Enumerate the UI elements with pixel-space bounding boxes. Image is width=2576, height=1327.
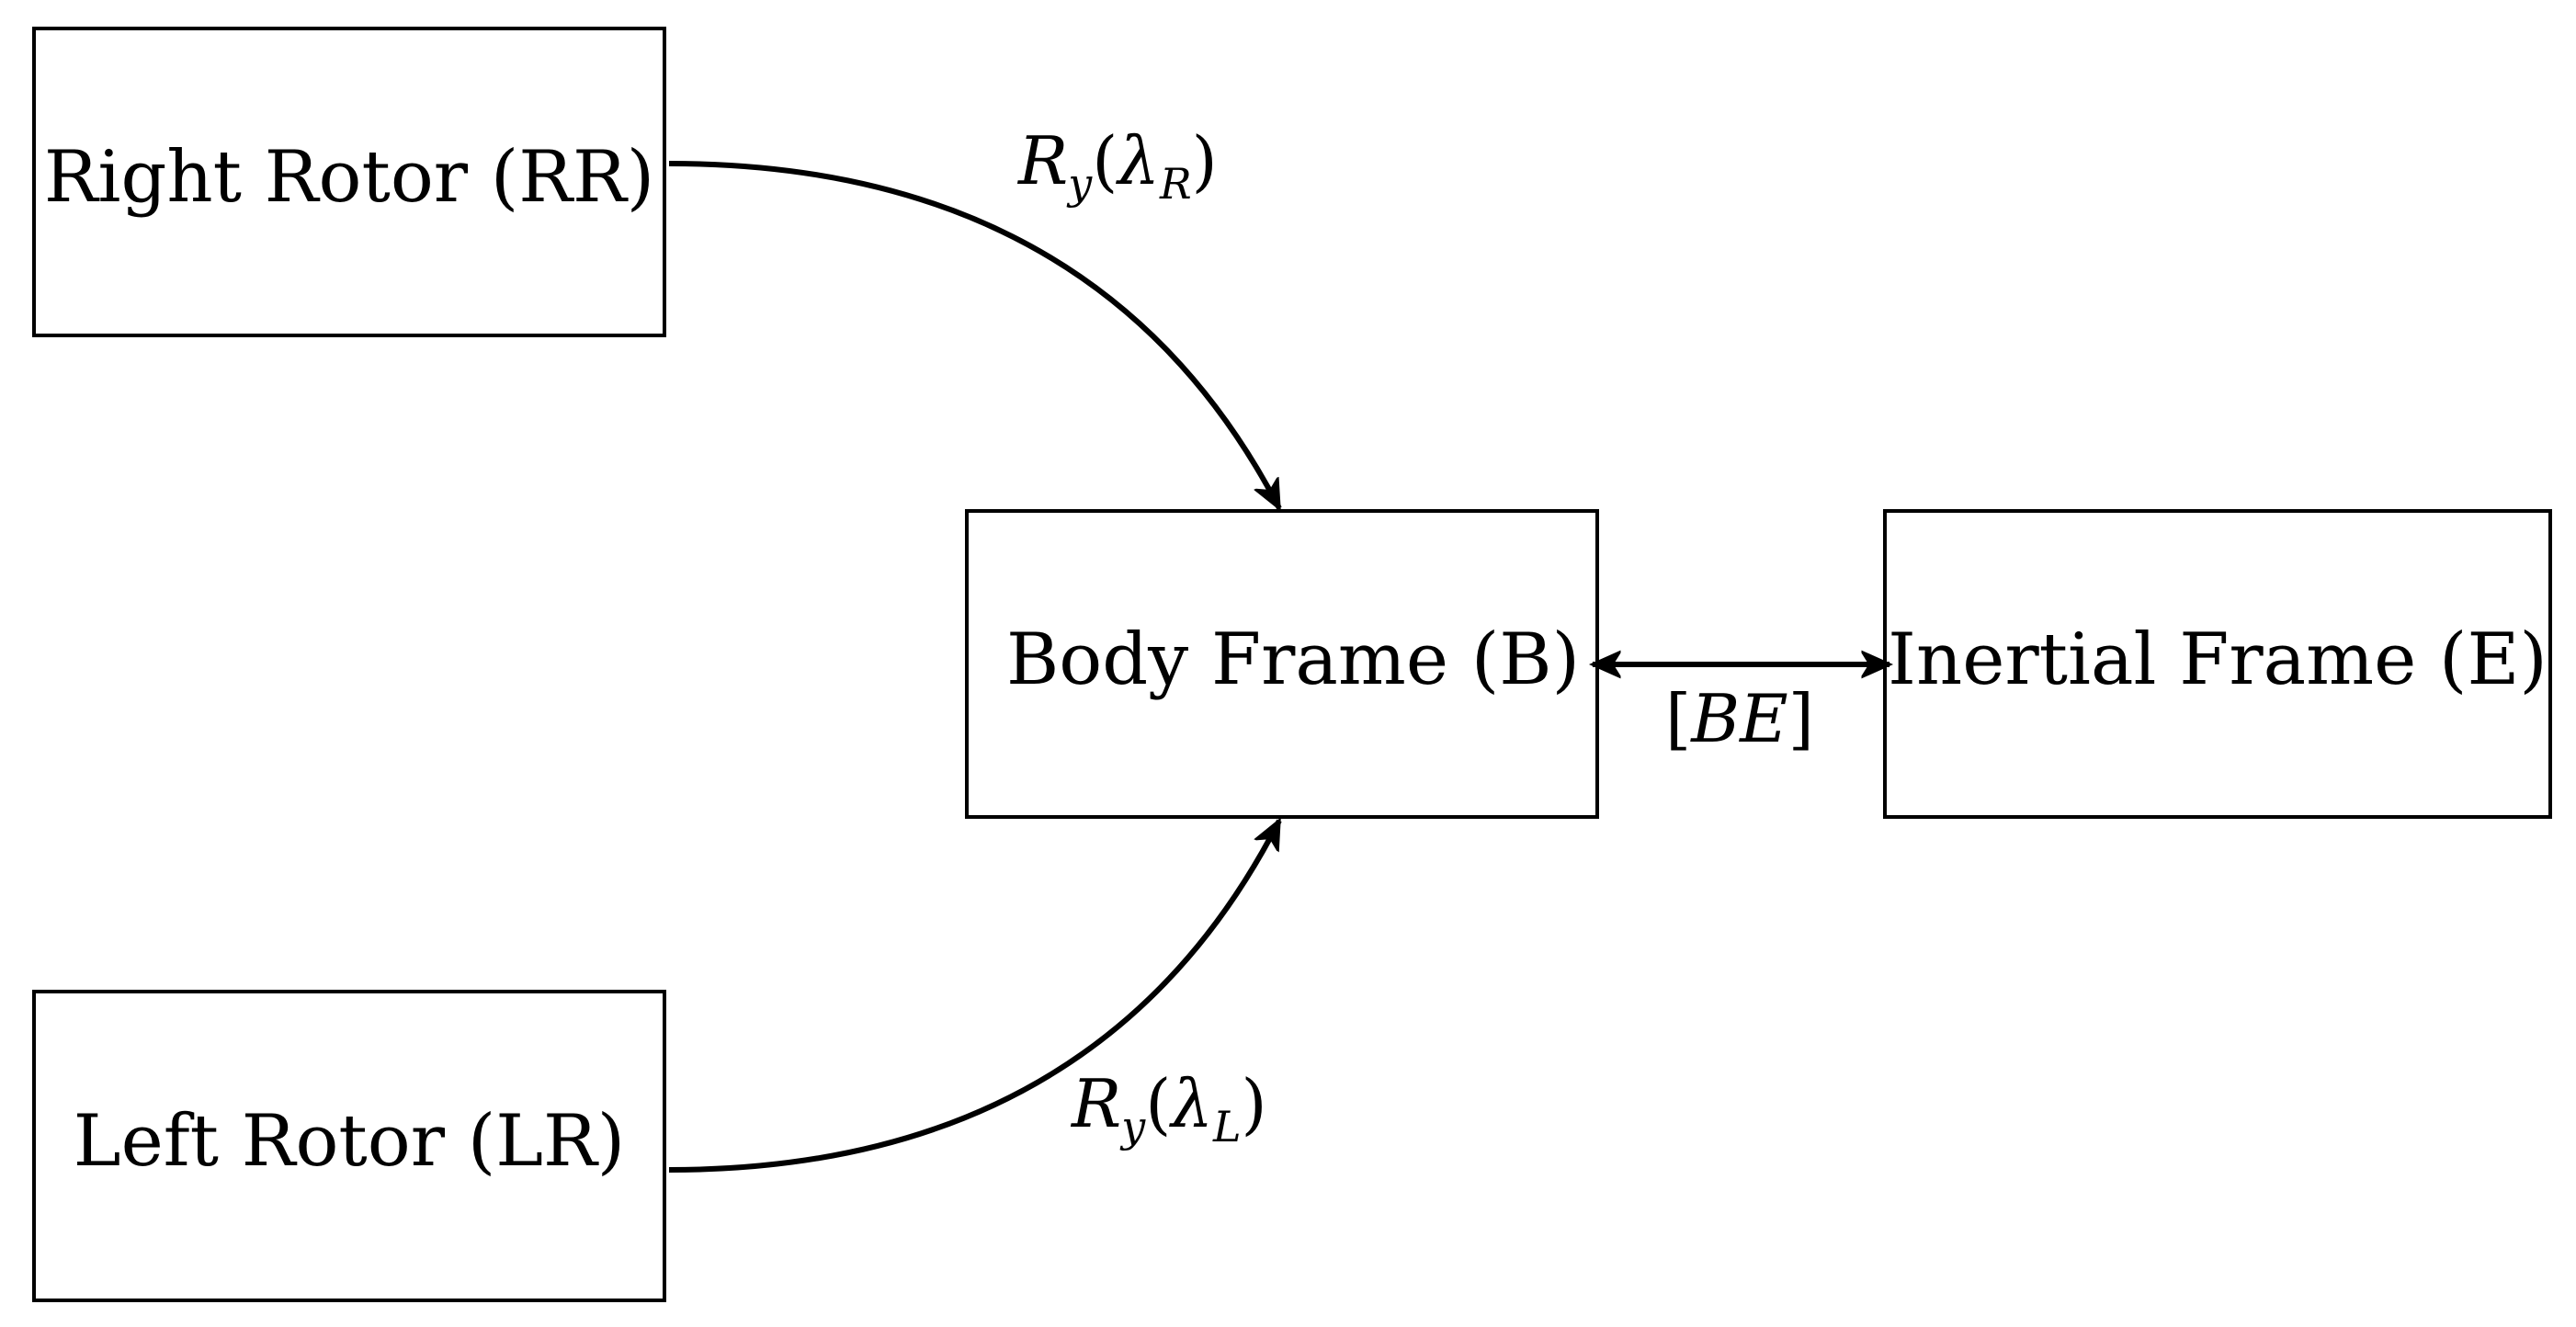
edge-body-inertial-label: [BE] (1665, 680, 1814, 757)
node-right-rotor-label: Right Rotor (RR) (44, 136, 654, 219)
edge-lr-to-body-label: Ry(λL) (1070, 1065, 1267, 1151)
node-left-rotor-label: Left Rotor (LR) (74, 1100, 625, 1183)
node-body-frame-label: Body Frame (B) (1006, 618, 1580, 701)
edge-rr-to-body-arrow (668, 161, 1282, 508)
node-right-rotor: Right Rotor (RR) (32, 27, 666, 337)
edge-lr-to-body: Ry(λL) (668, 821, 1282, 1173)
node-left-rotor: Left Rotor (LR) (32, 990, 666, 1302)
edge-lr-to-body-arrow (668, 821, 1282, 1173)
node-inertial-frame: Inertial Frame (E) (1883, 509, 2552, 819)
node-inertial-frame-label: Inertial Frame (E) (1888, 618, 2548, 701)
edge-rr-to-body-label: Ry(λR) (1016, 122, 1218, 209)
edge-rr-to-body: Ry(λR) (668, 122, 1282, 508)
edge-body-inertial: [BE] (1593, 664, 1889, 757)
node-body-frame: Body Frame (B) (965, 509, 1599, 819)
